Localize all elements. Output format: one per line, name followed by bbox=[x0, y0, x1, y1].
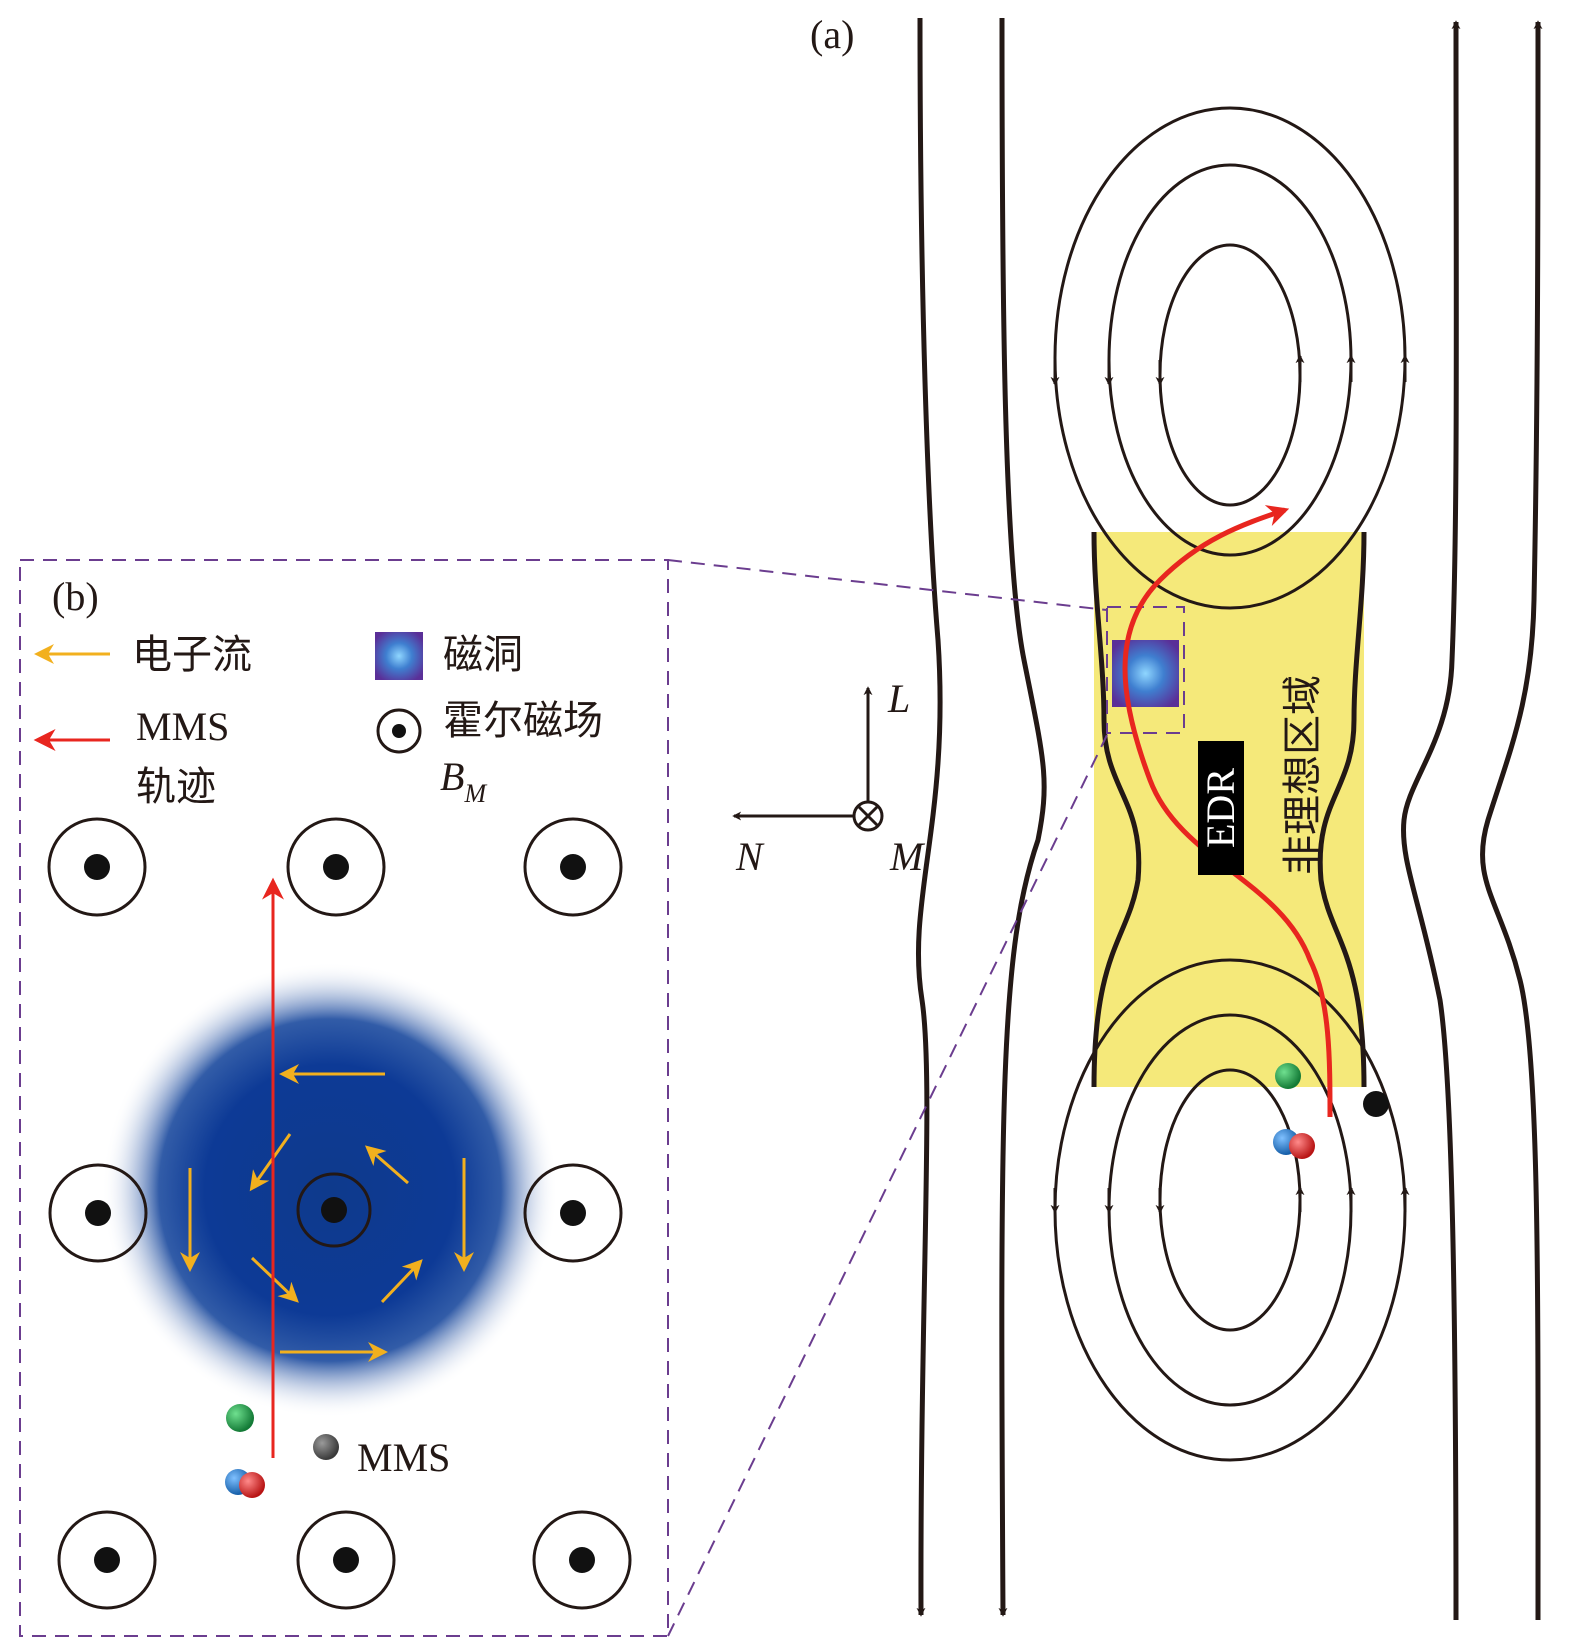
spacecraft-gray bbox=[313, 1434, 339, 1460]
electron-flow-arrows bbox=[180, 1064, 474, 1362]
legend-hall-field-label: 霍尔磁场 bbox=[443, 698, 603, 744]
edr-label: EDR bbox=[1198, 768, 1243, 848]
panel-b-frame bbox=[19, 559, 669, 1637]
axis-L-label: L bbox=[887, 676, 910, 721]
electron-flow-arrow-upper-left bbox=[249, 1133, 292, 1192]
legend-mms-trajectory-label-line2: 轨迹 bbox=[136, 764, 216, 810]
separatrix-left bbox=[1091, 531, 1142, 1088]
legend-hall-field-dot bbox=[392, 724, 406, 738]
upper-island-loop-middle bbox=[1107, 163, 1353, 557]
hall-field-symbols bbox=[47, 817, 632, 1610]
magnetic-hole bbox=[102, 962, 558, 1418]
hall-field-icon-ring bbox=[296, 1172, 372, 1248]
hall-field-icon-dot bbox=[333, 1547, 359, 1573]
separatrix-right bbox=[1317, 531, 1367, 1088]
hall-field-icon-dot bbox=[85, 1200, 111, 1226]
spacecraft-red bbox=[1289, 1133, 1315, 1159]
legend-bm-symbol: BM bbox=[440, 754, 487, 808]
mms-label: MMS bbox=[357, 1435, 450, 1480]
spacecraft-black bbox=[1363, 1091, 1389, 1117]
hall-field-icon-dot bbox=[94, 1547, 120, 1573]
axis-N-label: N bbox=[735, 834, 765, 879]
panel-b-label: (b) bbox=[52, 574, 99, 619]
field-line-outer-right-1 bbox=[1401, 20, 1461, 1621]
region-text-group: 非理想区域 bbox=[1280, 675, 1326, 875]
edr-label-background bbox=[1198, 741, 1244, 875]
spacecraft-green bbox=[226, 1404, 254, 1432]
hall-field-icon-dot bbox=[321, 1197, 347, 1223]
axis-M-label: M bbox=[889, 834, 926, 879]
spacecraft-red bbox=[239, 1472, 265, 1498]
hall-field-icon-dot bbox=[560, 1200, 586, 1226]
legend-bm-subscript: M bbox=[463, 779, 487, 808]
edr-label-group: EDR bbox=[1198, 741, 1244, 875]
legend-magnetic-hole-swatch-icon bbox=[375, 632, 423, 680]
magnetic-hole-marker bbox=[1112, 640, 1179, 707]
panel-a: EDR 非理想区域 (a) bbox=[810, 12, 1543, 1621]
legend-bm-base: B bbox=[440, 754, 464, 799]
hall-field-icon-dot bbox=[569, 1547, 595, 1573]
coordinate-axes: L N M bbox=[732, 676, 926, 879]
field-line-outer-left-2 bbox=[998, 17, 1047, 1617]
non-ideal-region-text: 非理想区域 bbox=[1280, 675, 1326, 875]
mms-trajectory-curve bbox=[1122, 505, 1333, 1118]
hall-field-icon-dot bbox=[323, 854, 349, 880]
zoom-connector-bottom bbox=[667, 734, 1108, 1637]
field-line-outer-left-1 bbox=[915, 17, 943, 1617]
hall-field-icon-ring bbox=[48, 1163, 148, 1263]
hall-field-icon-ring bbox=[523, 1163, 623, 1263]
hall-field-icon-dot bbox=[560, 854, 586, 880]
field-line-outer-right-2 bbox=[1479, 20, 1543, 1621]
legend-magnetic-hole-label: 磁洞 bbox=[443, 632, 523, 678]
panel-a-label: (a) bbox=[810, 12, 854, 57]
upper-island-loop-inner bbox=[1158, 243, 1302, 507]
panel-b: (b) 电子流 MMS 轨迹 磁洞 霍尔磁场 BM bbox=[19, 559, 1108, 1637]
legend-mms-trajectory-label-line1: MMS bbox=[136, 704, 229, 749]
axis-M-cross bbox=[856, 804, 880, 828]
lower-island-loop-inner bbox=[1158, 1068, 1302, 1332]
hall-field-icon-dot bbox=[84, 854, 110, 880]
zoom-connector-top bbox=[667, 559, 1108, 611]
electron-flow-arrow-lower-right bbox=[380, 1259, 423, 1304]
legend: 电子流 MMS 轨迹 磁洞 霍尔磁场 BM bbox=[33, 632, 603, 810]
legend-electron-flow-label: 电子流 bbox=[132, 632, 252, 678]
magnetic-hole-marker-frame bbox=[1106, 606, 1185, 734]
spacecraft-green bbox=[1275, 1063, 1301, 1089]
electron-flow-arrow-upper-right bbox=[364, 1145, 409, 1185]
